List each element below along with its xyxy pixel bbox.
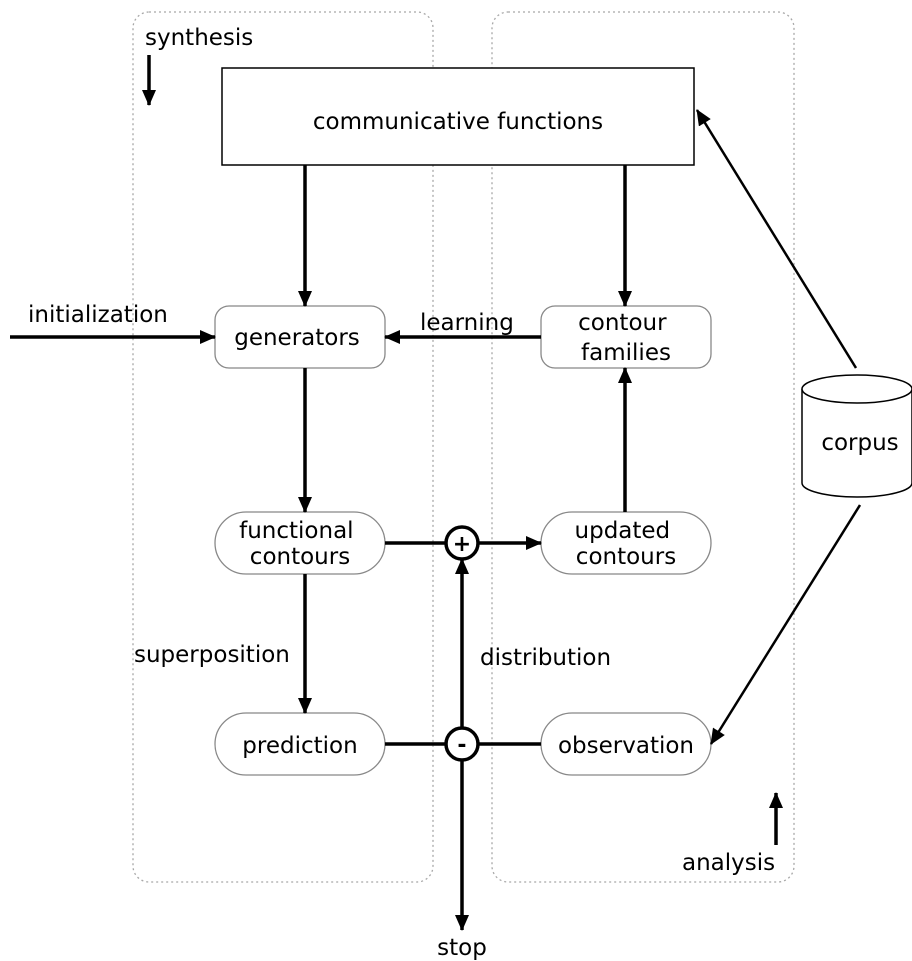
distribution-label: distribution: [480, 645, 611, 671]
synthesis-label: synthesis: [145, 25, 253, 51]
corpus-cylinder: [801, 374, 912, 498]
updated-contours-line-1: updated: [575, 518, 671, 544]
updated-contours-line-2: contours: [576, 544, 676, 570]
edge-corpus-to-observation: [709, 504, 862, 745]
functional-contours-line-2: contours: [250, 544, 350, 570]
contour-families-label: contour families: [578, 310, 674, 366]
initialization-label: initialization: [28, 302, 168, 328]
corpus-label: corpus: [821, 430, 898, 456]
edge-corpus-to-functions: [695, 109, 858, 369]
functional-contours-label: functional contours: [239, 518, 361, 570]
communicative-functions-box: [221, 67, 695, 166]
prediction-label: prediction: [242, 733, 357, 759]
analysis-label: analysis: [682, 850, 775, 876]
communicative-functions-label: communicative functions: [313, 109, 603, 135]
synthesis-panel: [132, 11, 434, 883]
difference-operator-symbol: -: [457, 733, 466, 758]
learning-label: learning: [420, 310, 514, 336]
observation-label: observation: [558, 733, 694, 759]
sum-operator-symbol: +: [453, 532, 471, 557]
stop-label: stop: [437, 935, 487, 961]
contour-families-line-2: families: [581, 340, 671, 366]
updated-contours-label: updated contours: [575, 518, 678, 570]
superposition-label: superposition: [134, 642, 290, 668]
contour-families-line-1: contour: [578, 310, 667, 336]
functional-contours-line-1: functional: [239, 518, 353, 544]
generators-label: generators: [234, 325, 360, 351]
analysis-panel: [491, 11, 795, 883]
